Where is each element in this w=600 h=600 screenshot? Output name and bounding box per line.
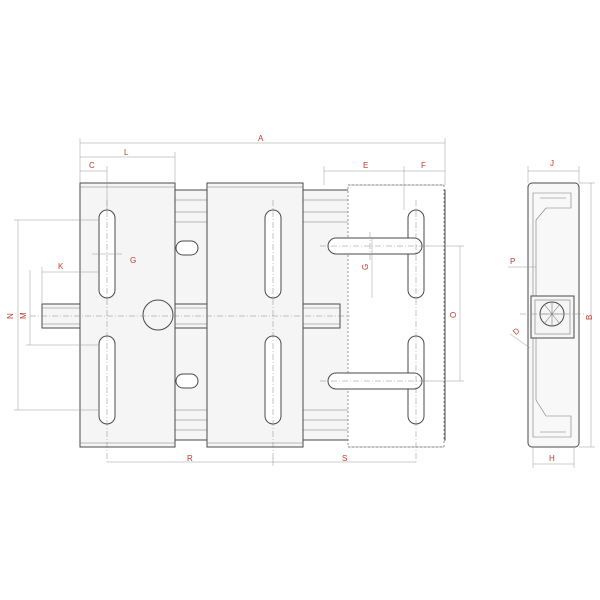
middle-plate-slot-top — [264, 209, 282, 299]
label-p: P — [510, 257, 515, 266]
front-view — [30, 182, 446, 464]
label-m: M — [19, 312, 28, 319]
side-view — [520, 182, 586, 448]
label-d: D — [511, 326, 522, 337]
middle-plate — [206, 182, 304, 448]
label-l: L — [124, 148, 129, 157]
label-e: E — [363, 161, 368, 170]
rail-slot-top — [175, 240, 199, 256]
slider-block — [530, 295, 575, 339]
label-o: O — [449, 312, 458, 318]
dimension-labels: A L C E F G K N M G O R S J P D B H — [6, 134, 594, 463]
label-c: C — [89, 161, 95, 170]
label-r: R — [187, 454, 193, 463]
label-s: S — [342, 454, 347, 463]
dimension-lines — [14, 138, 595, 468]
label-a: A — [258, 134, 264, 143]
label-k: K — [58, 262, 64, 271]
label-j: J — [550, 159, 554, 168]
rail-slot-bottom — [175, 373, 199, 389]
profile-inner — [532, 192, 572, 438]
label-g: G — [130, 256, 136, 265]
right-carriage — [347, 184, 445, 448]
label-f: F — [421, 161, 426, 170]
label-g-vertical: G — [361, 264, 370, 270]
label-b: B — [585, 315, 594, 320]
label-n: N — [6, 313, 15, 319]
label-h: H — [549, 454, 555, 463]
shaft-hole — [142, 299, 174, 331]
